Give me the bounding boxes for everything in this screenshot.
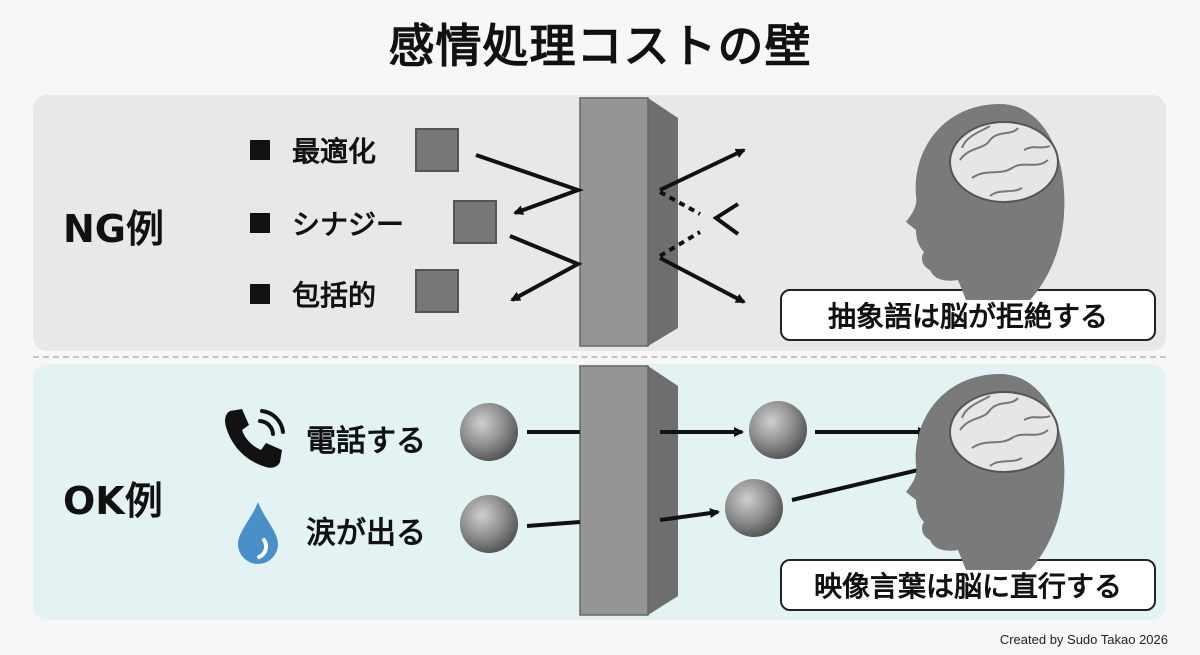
- head-silhouette-icon: [906, 374, 1065, 570]
- ng-callout: 抽象語は脳が拒絶する: [780, 289, 1156, 341]
- phone-icon: [225, 409, 285, 468]
- bullet-square-icon: [250, 140, 270, 160]
- ng-deflect-arrows: [658, 148, 746, 304]
- ng-item-optimization: 最適化: [250, 130, 376, 170]
- ng-wall: [579, 97, 678, 347]
- ng-bounce-arrows: [475, 153, 584, 302]
- water-drop-icon: [238, 502, 278, 564]
- bullet-square-icon: [250, 213, 270, 233]
- ng-item-synergy: シナジー: [250, 203, 404, 243]
- ng-item-label: シナジー: [292, 208, 405, 241]
- ok-label: OK例: [63, 479, 163, 523]
- ok-sphere: [725, 479, 783, 537]
- ok-sphere: [749, 401, 807, 459]
- ok-wall: [579, 365, 678, 616]
- ng-label: NG例: [63, 207, 164, 251]
- ok-sphere: [460, 403, 518, 461]
- page-title: 感情処理コストの壁: [388, 19, 812, 73]
- ok-item-call: 電話する: [306, 424, 426, 459]
- divider: [33, 356, 1166, 358]
- credit-text: Created by Sudo Takao 2026: [999, 632, 1168, 647]
- ng-item-label: 包括的: [292, 279, 377, 312]
- bullet-square-icon: [250, 284, 270, 304]
- abstract-block: [415, 269, 459, 313]
- ok-item-tears: 涙が出る: [306, 516, 426, 551]
- ok-sphere: [460, 495, 518, 553]
- ng-item-label: 最適化: [292, 135, 377, 168]
- abstract-block: [415, 128, 459, 172]
- head-silhouette-icon: [906, 104, 1065, 300]
- ng-item-comprehensive: 包括的: [250, 274, 376, 314]
- abstract-block: [453, 200, 497, 244]
